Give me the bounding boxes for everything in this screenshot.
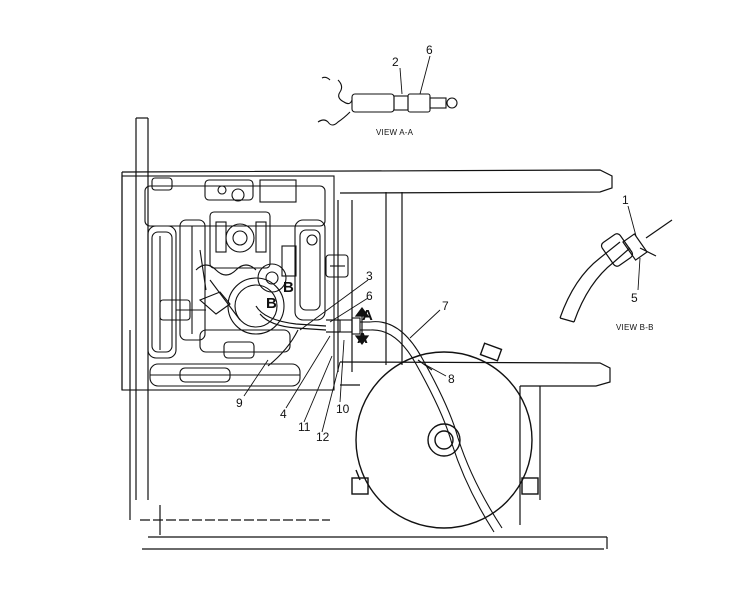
- callout-8: 8: [448, 372, 455, 386]
- callout-6: 6: [366, 289, 373, 303]
- hydraulic-line-engine: [255, 305, 340, 333]
- callout-3: 3: [366, 269, 373, 283]
- callout-4: 4: [280, 407, 287, 421]
- callout-10: 10: [336, 402, 350, 416]
- callout-6-view-a: 6: [426, 43, 433, 57]
- callout-9: 9: [236, 396, 243, 410]
- view-a-a-detail: [317, 76, 458, 126]
- engine-assembly: [121, 175, 349, 391]
- callout-5: 5: [631, 291, 638, 305]
- view-b-b-detail: [559, 219, 673, 323]
- callout-1: 1: [622, 193, 629, 207]
- callout-2: 2: [392, 55, 399, 69]
- view-b-b-label: VIEW B-B: [616, 323, 654, 332]
- section-mark-b-right: B: [283, 279, 294, 296]
- section-mark-a-bottom: A: [357, 330, 368, 347]
- section-a-markers: [354, 307, 370, 345]
- callout-12: 12: [316, 430, 330, 444]
- leader-lines: [243, 55, 641, 433]
- view-a-a-label: VIEW A-A: [376, 128, 414, 137]
- section-mark-a-top: A: [362, 307, 373, 324]
- fluid-tank: [351, 342, 539, 529]
- chassis-frame: [121, 117, 613, 550]
- callout-11: 11: [298, 420, 311, 434]
- section-mark-b-left: B: [266, 295, 277, 312]
- callout-7: 7: [442, 299, 449, 313]
